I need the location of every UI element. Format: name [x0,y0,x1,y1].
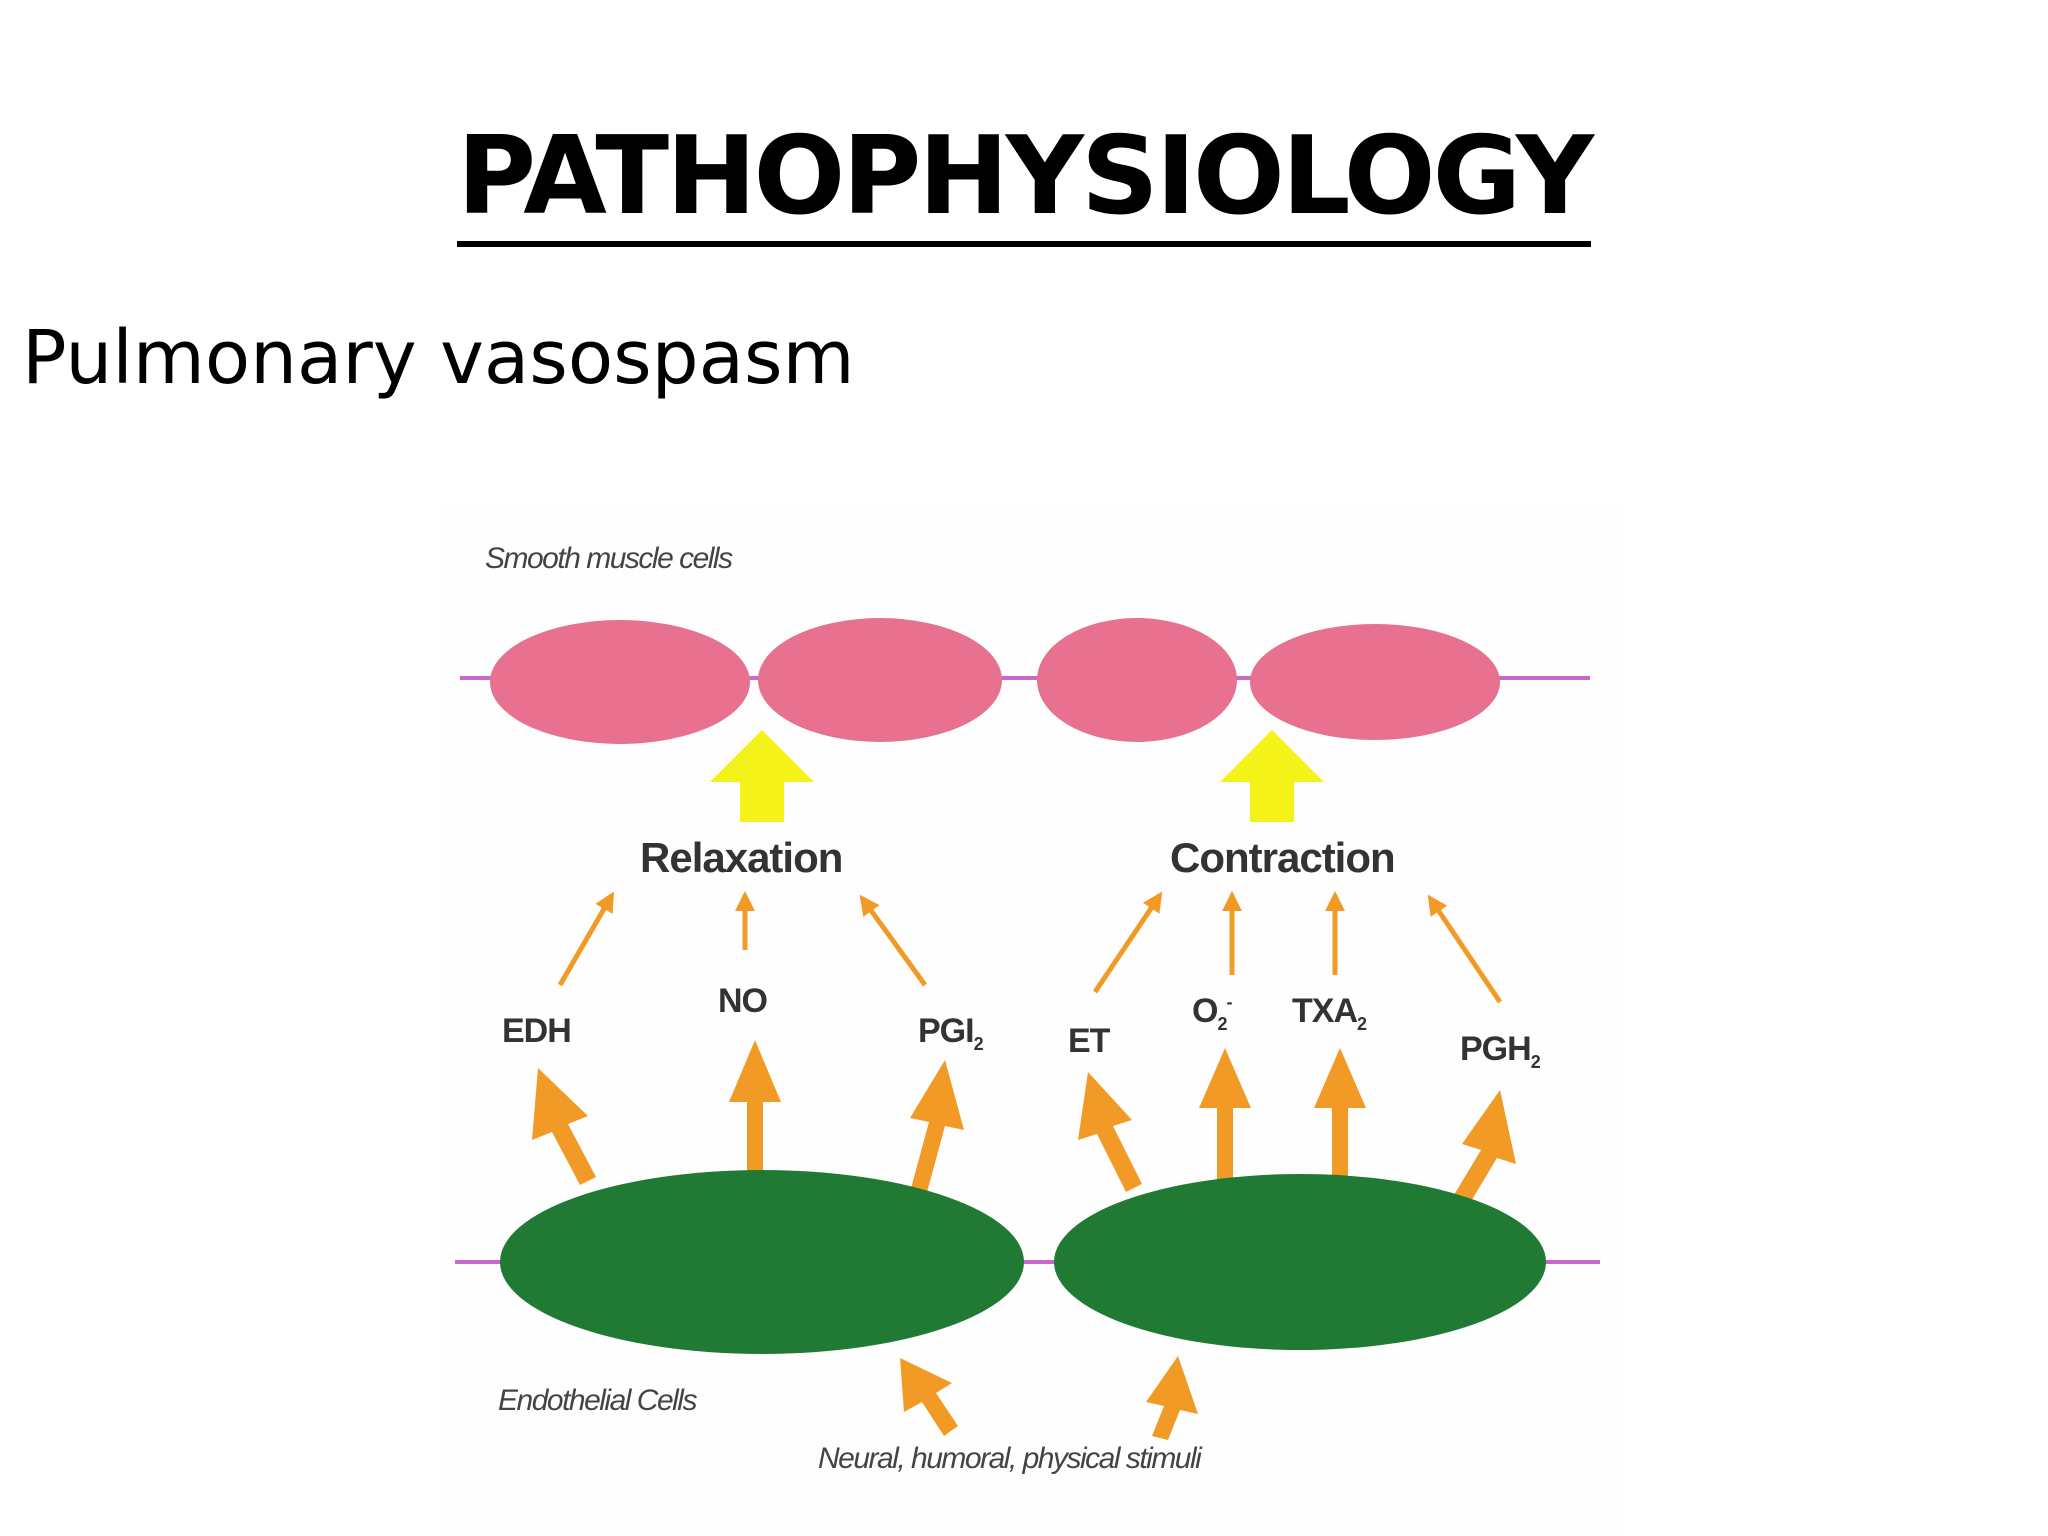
factor-name: PGI [918,1012,974,1050]
pgh2-to-contraction-arrow [1427,894,1503,1004]
et-to-contraction-arrow [1092,891,1163,994]
edh-to-relaxation-arrow [557,891,615,987]
factor-label-pgi2: PGI2 [918,1012,984,1054]
endothelial-cell [500,1170,1024,1354]
factor-name: EDH [502,1012,571,1050]
stimulus-arrow-right [1146,1356,1198,1440]
endothelium-to-pgi2-arrow [910,1060,964,1196]
slide-subtitle: Pulmonary vasospasm [22,315,855,401]
factor-label-edh: EDH [502,1012,571,1050]
factor-name: TXA [1292,992,1357,1030]
slide-title-text: PATHOPHYSIOLOGY [456,114,1594,247]
factor-subscript: 2 [1217,1014,1227,1034]
endothelium-to-edh-arrow [532,1068,596,1185]
endothelium-to-no-arrow [729,1040,781,1182]
factor-subscript: 2 [974,1034,984,1054]
factor-name: NO [718,982,768,1020]
factor-label-txa2: TXA2 [1292,992,1367,1034]
endothelium-to-pgh2-arrow [1454,1090,1516,1203]
smooth-muscle-cell [1250,624,1500,740]
smooth-muscle-cell [1037,618,1237,742]
relaxation-effect-arrow [710,730,814,822]
stimuli-label: Neural, humoral, physical stimuli [818,1442,1203,1475]
endothelial-label: Endothelial Cells [498,1384,697,1417]
stimulus-arrow-left [900,1358,958,1436]
factor-label-o2: O2- [1192,992,1232,1034]
factor-subscript: 2 [1357,1014,1367,1034]
endothelium-to-o2-arrow [1199,1048,1251,1182]
factor-name: O [1192,992,1218,1030]
slide-title: PATHOPHYSIOLOGY [0,114,2048,247]
smooth-muscle-label: Smooth muscle cells [485,542,733,575]
contraction-effect-arrow [1220,730,1324,822]
factor-label-et: ET [1068,1022,1111,1060]
endothelial-cell [1054,1174,1546,1350]
contraction-label: Contraction [1170,834,1395,881]
smooth-muscle-cell [490,620,750,744]
pgi2-to-relaxation-arrow [859,894,928,987]
factor-name: PGH [1460,1030,1531,1068]
relaxation-label: Relaxation [640,834,842,881]
factor-subscript: 2 [1531,1052,1541,1072]
factor-name: ET [1068,1022,1111,1060]
factor-superscript: - [1226,992,1232,1012]
smooth-muscle-cell [758,618,1002,742]
factor-label-pgh2: PGH2 [1460,1030,1541,1072]
endothelium-to-et-arrow [1078,1072,1142,1192]
endothelium-to-txa2-arrow [1314,1048,1366,1182]
factor-label-no: NO [718,982,768,1020]
